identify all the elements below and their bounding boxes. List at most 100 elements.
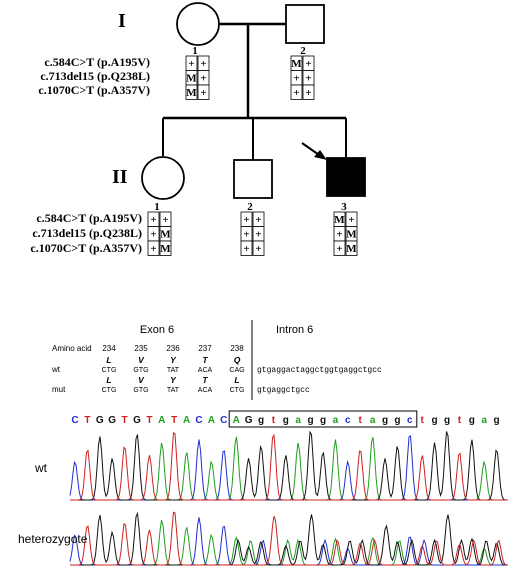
genotype-allele: M bbox=[346, 229, 357, 241]
genotype-allele: M bbox=[186, 73, 197, 85]
wt-codon: CTG bbox=[102, 367, 117, 374]
mut-codon: TAT bbox=[167, 387, 180, 394]
wt-amino-acid: V bbox=[138, 355, 145, 365]
base-call: t bbox=[458, 415, 462, 426]
base-call: g bbox=[320, 415, 326, 426]
base-call: t bbox=[359, 415, 363, 426]
heterozygote-trace bbox=[69, 511, 509, 566]
exon-label: Exon 6 bbox=[140, 324, 174, 336]
mut-intron-sequence: gtgaggctgcc bbox=[257, 386, 310, 395]
heterozygote-trace-label: heterozygote bbox=[18, 532, 88, 546]
genotype-allele: + bbox=[293, 87, 299, 99]
genotype-cell bbox=[333, 240, 346, 256]
variant-label-I-3: c.1070C>T (p.A357V) bbox=[38, 83, 150, 97]
base-call: g bbox=[494, 415, 500, 426]
trace-channel-T bbox=[70, 432, 508, 501]
genotype-cell bbox=[147, 240, 160, 256]
variant-label-II-2: c.713del15 (p.Q238L) bbox=[32, 226, 142, 240]
genotype-cell bbox=[345, 240, 358, 256]
individual-number-II-2: 2 bbox=[247, 201, 253, 213]
genotype-cell bbox=[185, 84, 198, 100]
genotype-boxes: ++M+M+M++++++++M+M++++++M++M+M bbox=[147, 55, 358, 256]
genotype-allele: + bbox=[348, 214, 354, 226]
base-call: g bbox=[382, 415, 388, 426]
proband-arrow bbox=[301, 142, 327, 160]
base-call: G bbox=[245, 415, 253, 426]
genotype-allele: M bbox=[291, 58, 302, 70]
trace-channel-G bbox=[70, 511, 508, 566]
mut-codon: CTG bbox=[230, 387, 245, 394]
amino-acid-label: Amino acid bbox=[52, 344, 92, 353]
genotype-allele: + bbox=[305, 73, 311, 85]
base-call: G bbox=[96, 415, 104, 426]
amino-acid-position: 238 bbox=[230, 344, 244, 353]
mut-codon: CTG bbox=[102, 387, 117, 394]
wt-trace-label: wt bbox=[34, 461, 48, 475]
genotype-allele: + bbox=[305, 58, 311, 70]
mut-amino-acid: L bbox=[234, 375, 239, 385]
base-call: C bbox=[220, 415, 227, 426]
genotype-allele: + bbox=[243, 243, 249, 255]
genotype-allele: M bbox=[160, 229, 171, 241]
pedigree: I II c.584C>T (p.A195V) c.713del15 (p.Q2… bbox=[30, 2, 366, 256]
intron-label: Intron 6 bbox=[276, 324, 313, 336]
genotype-allele: + bbox=[150, 214, 156, 226]
genotype-allele: + bbox=[336, 229, 342, 241]
wt-codon: ACA bbox=[198, 367, 213, 374]
wt-codon: TAT bbox=[167, 367, 180, 374]
base-call: G bbox=[108, 415, 116, 426]
sequence-columns: 234LCTGLCTG235VGTGVGTG236YTATYTAT237TACA… bbox=[102, 344, 245, 394]
genotype-allele: + bbox=[243, 214, 249, 226]
genotype-cell bbox=[302, 84, 315, 100]
amino-acid-position: 234 bbox=[102, 344, 116, 353]
mut-amino-acid: L bbox=[106, 375, 111, 385]
wt-amino-acid: Y bbox=[170, 355, 177, 365]
genotype-allele: + bbox=[336, 243, 342, 255]
wt-codon: CAG bbox=[229, 367, 244, 374]
base-call: C bbox=[195, 415, 202, 426]
variant-label-II-1: c.584C>T (p.A195V) bbox=[36, 211, 142, 225]
genotype-allele: + bbox=[305, 87, 311, 99]
generation-label-II: II bbox=[112, 166, 128, 188]
genotype-allele: + bbox=[255, 214, 261, 226]
genotype-allele: + bbox=[150, 229, 156, 241]
amino-acid-position: 235 bbox=[134, 344, 148, 353]
base-call: c bbox=[407, 415, 413, 426]
base-call: a bbox=[295, 415, 301, 426]
base-call: G bbox=[133, 415, 141, 426]
individual-I-1-symbol bbox=[176, 2, 220, 46]
individual-II-2-symbol bbox=[233, 159, 273, 199]
base-call: a bbox=[370, 415, 376, 426]
genotype-cell bbox=[252, 240, 265, 256]
base-call: g bbox=[444, 415, 450, 426]
variant-label-II-3: c.1070C>T (p.A357V) bbox=[30, 241, 142, 255]
genotype-allele: + bbox=[150, 243, 156, 255]
genotype-allele: + bbox=[200, 73, 206, 85]
genotype-allele: M bbox=[160, 243, 171, 255]
trace-channel-G bbox=[70, 430, 508, 501]
base-call: t bbox=[421, 415, 425, 426]
individual-number-II-1: 1 bbox=[154, 201, 160, 213]
base-call: A bbox=[233, 415, 240, 426]
genotype-allele: + bbox=[255, 229, 261, 241]
base-call: g bbox=[308, 415, 314, 426]
base-call: A bbox=[208, 415, 215, 426]
wt-amino-acid: Q bbox=[234, 355, 241, 365]
wt-intron-sequence: gtgaggactaggctggtgaggctgcc bbox=[257, 366, 382, 375]
genotype-allele: + bbox=[162, 214, 168, 226]
base-call: t bbox=[272, 415, 276, 426]
base-call: a bbox=[481, 415, 487, 426]
mut-codon: GTG bbox=[133, 387, 148, 394]
genotype-allele: M bbox=[334, 214, 345, 226]
generation-label-I: I bbox=[118, 10, 126, 32]
genotype-allele: + bbox=[255, 243, 261, 255]
genotype-allele: M bbox=[346, 243, 357, 255]
deletion-box bbox=[228, 410, 418, 428]
individual-II-1-symbol bbox=[141, 156, 185, 200]
individual-II-3-symbol-affected bbox=[326, 157, 366, 197]
individual-I-2-symbol bbox=[285, 4, 325, 44]
wt-codon: GTG bbox=[133, 367, 148, 374]
base-call: a bbox=[333, 415, 339, 426]
